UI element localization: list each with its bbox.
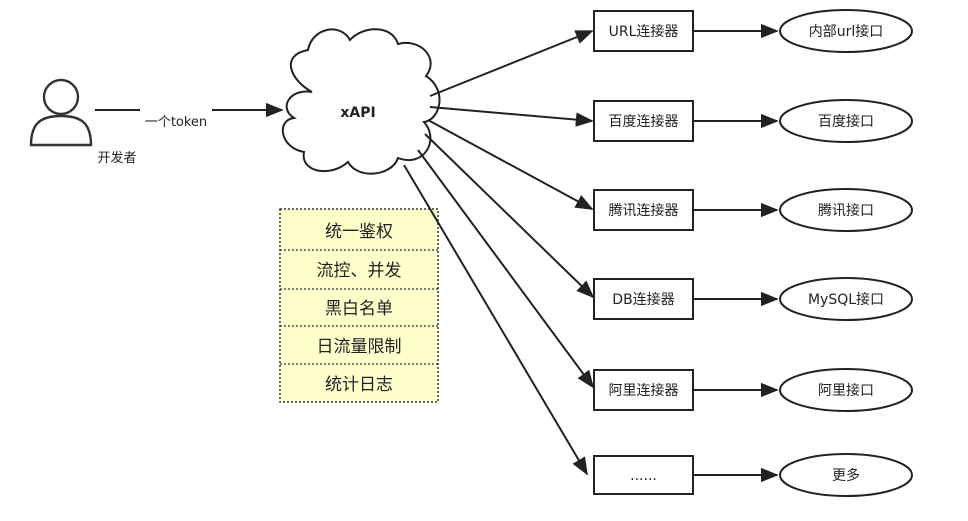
feature-item: 统一鉴权 (325, 222, 393, 242)
edge-to-db-connector (424, 133, 595, 299)
user-icon (29, 78, 93, 147)
connector-row-tencent: 腾讯连接器 腾讯接口 (593, 188, 913, 232)
edge-to-ali-connector (417, 149, 595, 389)
connector-label: 腾讯连接器 (609, 202, 679, 219)
edge-to-tencent-connector (427, 119, 594, 210)
connector-box (593, 10, 694, 52)
connector-row-url: URL连接器 内部url接口 (593, 9, 913, 53)
token-edge-label: 一个token (145, 115, 207, 130)
target-ellipse (779, 188, 913, 232)
target-label: 腾讯接口 (818, 202, 874, 219)
target-ellipse (779, 9, 913, 53)
connector-label: URL连接器 (609, 23, 679, 40)
connector-row-db: DB连接器 MySQL接口 (593, 277, 913, 321)
feature-item: 黑白名单 (325, 299, 393, 319)
connector-box (593, 455, 694, 495)
connector-box (593, 369, 694, 411)
edge-to-url-connector (429, 30, 594, 97)
cloud-icon (281, 28, 441, 175)
actor-label: 开发者 (97, 150, 136, 166)
connector-label: 阿里连接器 (609, 382, 679, 399)
connector-box (593, 189, 694, 231)
edge-to-more-connector (403, 164, 588, 476)
connector-label: 百度连接器 (609, 113, 679, 130)
feature-item: 日流量限制 (317, 337, 402, 357)
target-label: 内部url接口 (809, 23, 884, 40)
edge-to-baidu-connector (429, 106, 594, 127)
connector-row-more: ...... 更多 (593, 453, 913, 497)
feature-item: 流控、并发 (317, 261, 402, 281)
target-ellipse (779, 453, 913, 497)
hub-to-connector-edges (403, 30, 595, 476)
connector-row-ali: 阿里连接器 阿里接口 (593, 368, 913, 412)
connector-box (593, 278, 694, 320)
feature-item: 统计日志 (325, 375, 393, 395)
target-label: 更多 (832, 467, 860, 484)
target-ellipse (779, 368, 913, 412)
connector-box (593, 100, 694, 142)
target-ellipse (779, 277, 913, 321)
target-label: MySQL接口 (808, 291, 884, 308)
feature-list-box (279, 208, 439, 403)
connector-label: ...... (630, 468, 657, 484)
target-label: 阿里接口 (818, 382, 874, 399)
target-label: 百度接口 (818, 113, 874, 130)
feature-list: 统一鉴权 流控、并发 黑白名单 日流量限制 统计日志 (279, 208, 439, 403)
hub-label: xAPI (340, 105, 375, 121)
connector-row-baidu: 百度连接器 百度接口 (593, 99, 913, 143)
connector-label: DB连接器 (612, 291, 674, 308)
target-ellipse (779, 99, 913, 143)
